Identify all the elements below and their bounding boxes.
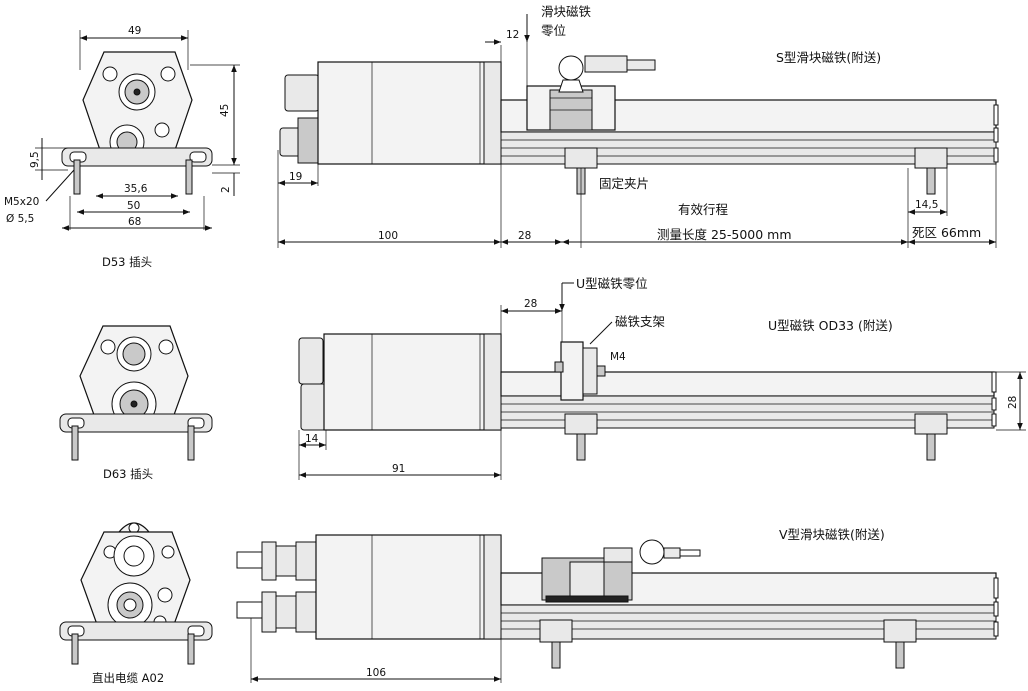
d53-end-view: 49 45 2 9,5 35,6 50 68 M5x20 Ø 5,5 D53 插… [4, 25, 240, 269]
dim-14: 14 [305, 433, 319, 445]
dim-50: 50 [127, 200, 140, 212]
dim-19: 19 [289, 171, 302, 183]
dim-68: 68 [128, 216, 141, 228]
bracket-label: 磁铁支架 [615, 314, 665, 329]
dim-45: 45 [219, 104, 231, 117]
dim-91: 91 [392, 463, 405, 475]
v-type-side-view: 106 V型滑块磁铁(附送) [236, 527, 999, 683]
dim-9-5: 9,5 [29, 151, 41, 168]
slider-zero-label-2: 零位 [541, 23, 566, 38]
dim-100: 100 [378, 230, 398, 242]
dim-106: 106 [366, 667, 386, 679]
dead-zone-label: 死区 66mm [912, 225, 981, 240]
dim-49: 49 [128, 25, 141, 37]
hole-label: Ø 5,5 [6, 213, 34, 225]
dim-28: 28 [518, 230, 531, 242]
d63-end-view: D63 插头 [59, 325, 213, 481]
dim-2: 2 [220, 186, 232, 193]
m4-label: M4 [610, 351, 626, 363]
s-type-side-view: 19 12 滑块磁铁 零位 S型滑块磁铁(附送) 固定夹片 14,5 100 2… [277, 4, 999, 248]
d63-plug-caption: D63 插头 [103, 467, 153, 481]
v-magnet-label: V型滑块磁铁(附送) [779, 527, 885, 542]
slider-zero-label: 滑块磁铁 [541, 4, 592, 19]
dim-14-5: 14,5 [915, 199, 938, 211]
dim-28-u: 28 [524, 298, 537, 310]
dim-28-right: 28 [1007, 396, 1019, 409]
a02-end-view: 直出电缆 A02 [59, 522, 213, 685]
dim-12: 12 [506, 29, 519, 41]
stroke-label: 有效行程 [678, 202, 729, 217]
u-magnet-label: U型磁铁 OD33 (附送) [768, 318, 893, 333]
measure-label: 测量长度 25-5000 mm [657, 227, 792, 242]
u-type-side-view: 14 28 U型磁铁零位 磁铁支架 M4 U型磁铁 OD33 (附送) 28 9… [298, 276, 1026, 480]
dim-35-6: 35,6 [124, 183, 148, 195]
clip-label: 固定夹片 [599, 176, 649, 191]
d53-plug-caption: D53 插头 [102, 255, 152, 269]
a02-cable-caption: 直出电缆 A02 [92, 671, 164, 685]
s-magnet-label: S型滑块磁铁(附送) [776, 50, 881, 65]
u-zero-label: U型磁铁零位 [576, 276, 648, 291]
screw-label: M5x20 [4, 196, 39, 208]
